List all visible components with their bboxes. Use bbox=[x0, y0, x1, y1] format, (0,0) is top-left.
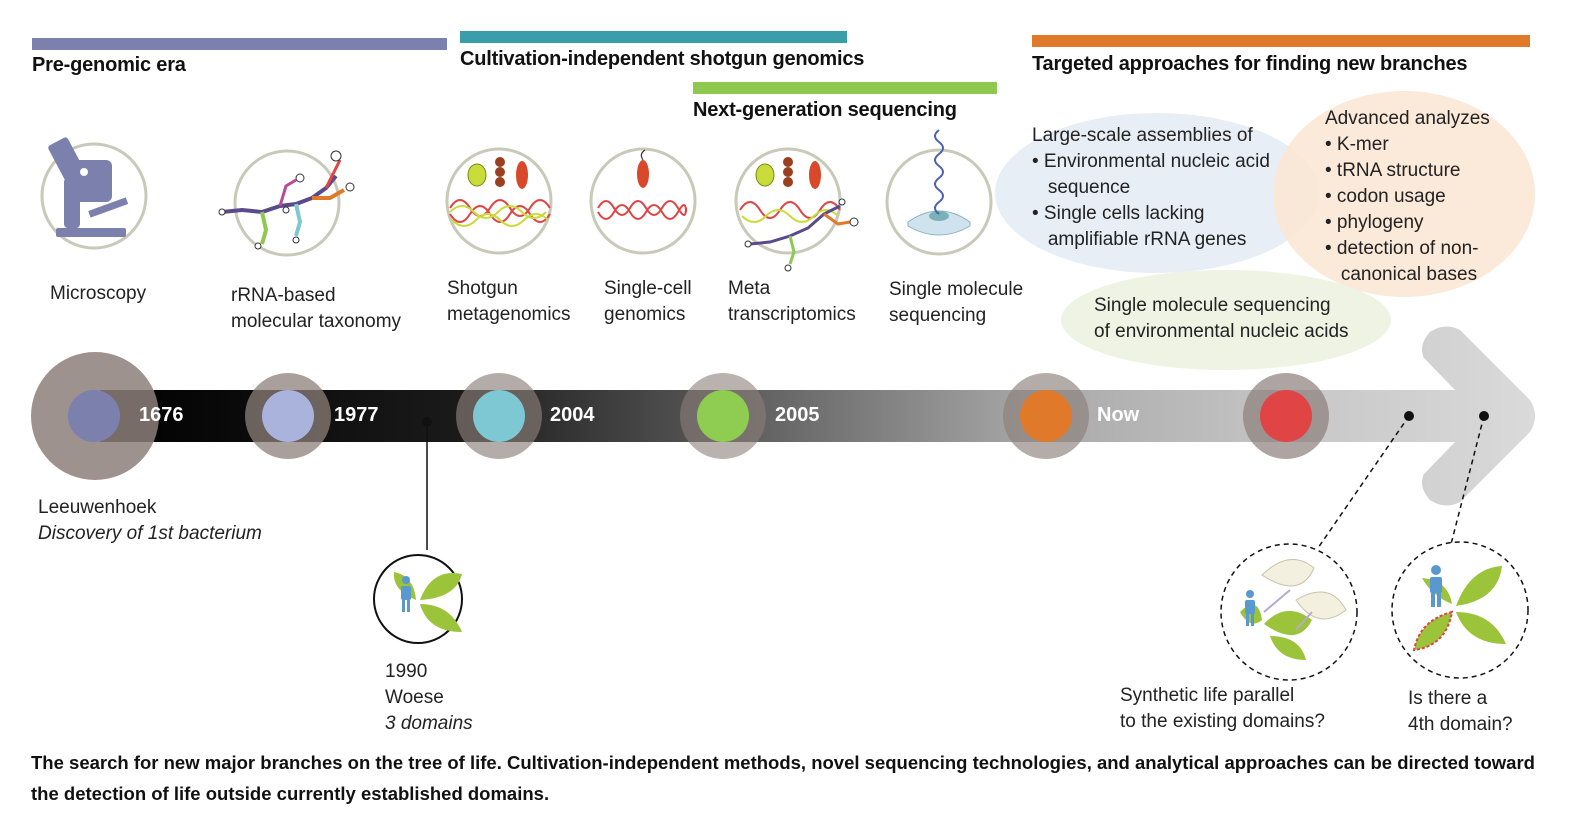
bubble-analyzes bbox=[1273, 91, 1535, 297]
year-label-2004: 2004 bbox=[550, 404, 595, 426]
woese-year: 1990 bbox=[385, 661, 428, 682]
assemblies-item: amplifiable rRNA genes bbox=[1032, 229, 1247, 250]
assemblies-heading: Large-scale assemblies of bbox=[1032, 125, 1253, 146]
tech-label-line1: Single-cell bbox=[604, 278, 692, 299]
analyzes-heading: Advanced analyzes bbox=[1325, 108, 1490, 129]
leeuwenhoek-name: Leeuwenhoek bbox=[38, 497, 157, 518]
analyzes-item: • K-mer bbox=[1325, 134, 1389, 155]
figure-caption: The search for new major branches on the… bbox=[31, 752, 1535, 804]
year-label-1676: 1676 bbox=[139, 404, 184, 426]
single-molecule-line2: of environmental nucleic acids bbox=[1094, 321, 1349, 342]
year-label-now: Now bbox=[1097, 404, 1140, 426]
assemblies-text: Large-scale assemblies of • Environmenta… bbox=[1032, 123, 1270, 253]
synthetic-life-icon bbox=[1220, 543, 1358, 681]
analyzes-item: • detection of non- bbox=[1325, 238, 1479, 259]
tech-label-shotgun: Shotgun metagenomics bbox=[447, 276, 571, 328]
era-bar-ngs bbox=[693, 82, 997, 94]
bubble-assemblies bbox=[995, 113, 1319, 273]
bubble-single-molecule bbox=[1061, 270, 1391, 370]
tech-label-line1: Meta bbox=[728, 278, 771, 299]
tech-label-line1: Single molecule bbox=[889, 279, 1024, 300]
metagenome-icon bbox=[445, 147, 553, 255]
microscope-icon bbox=[40, 137, 148, 250]
fourth-line2: 4th domain? bbox=[1408, 714, 1513, 735]
leeuwenhoek-note: Leeuwenhoek Discovery of 1st bacterium bbox=[38, 495, 262, 547]
tech-label-single-molecule: Single molecule sequencing bbox=[889, 277, 1023, 329]
era-bar-pregenomic bbox=[32, 38, 447, 50]
fourth-connector bbox=[1449, 415, 1485, 549]
synthetic-line2: to the existing domains? bbox=[1120, 711, 1325, 732]
analyzes-item: canonical bases bbox=[1325, 264, 1478, 285]
dot-2004 bbox=[473, 390, 525, 442]
single-molecule-line1: Single molecule sequencing bbox=[1094, 295, 1331, 316]
tech-label-line2: metagenomics bbox=[447, 304, 571, 325]
tech-label-transcriptomics: Meta transcriptomics bbox=[728, 276, 856, 328]
tech-label-line2: transcriptomics bbox=[728, 304, 856, 325]
era-bar-shotgun bbox=[460, 31, 847, 43]
tech-label-line1: Microscopy bbox=[50, 283, 147, 304]
tech-label-line2: molecular taxonomy bbox=[231, 311, 402, 332]
tree-of-life-icon bbox=[373, 554, 463, 644]
fourth-line1: Is there a bbox=[1408, 688, 1488, 709]
single-molecule-bubble-text: Single molecule sequencing of environmen… bbox=[1094, 293, 1349, 345]
fourth-domain-icon bbox=[1391, 541, 1529, 679]
tech-label-rrna: rRNA-based molecular taxonomy bbox=[231, 283, 401, 335]
leeuwenhoek-detail: Discovery of 1st bacterium bbox=[38, 523, 262, 544]
dot-1676 bbox=[68, 390, 120, 442]
single-cell-icon bbox=[589, 147, 697, 255]
era-title-shotgun: Cultivation-independent shotgun genomics bbox=[460, 48, 865, 70]
analyzes-item: • tRNA structure bbox=[1325, 160, 1461, 181]
era-title-targeted: Targeted approaches for finding new bran… bbox=[1032, 53, 1468, 75]
tech-label-line2: sequencing bbox=[889, 305, 987, 326]
transcriptome-icon bbox=[734, 147, 859, 272]
synthetic-line1: Synthetic life parallel bbox=[1120, 685, 1295, 706]
tech-label-line1: rRNA-based bbox=[231, 285, 336, 306]
dot-future bbox=[1260, 390, 1312, 442]
woese-detail: 3 domains bbox=[385, 713, 473, 734]
tech-label-single-cell: Single-cell genomics bbox=[604, 276, 692, 328]
tech-label-line1: Shotgun bbox=[447, 278, 518, 299]
dot-now bbox=[1020, 390, 1072, 442]
assemblies-item: • Environmental nucleic acid bbox=[1032, 151, 1270, 172]
woese-name: Woese bbox=[385, 687, 444, 708]
year-label-1977: 1977 bbox=[334, 404, 379, 426]
dot-2005 bbox=[697, 390, 749, 442]
analyzes-item: • phylogeny bbox=[1325, 212, 1424, 233]
timeline-arrow bbox=[100, 326, 1535, 506]
assemblies-item: • Single cells lacking bbox=[1032, 203, 1205, 224]
rrna-structure-icon bbox=[218, 149, 355, 257]
analyzes-item: • codon usage bbox=[1325, 186, 1446, 207]
tech-label-microscopy: Microscopy bbox=[50, 281, 146, 307]
era-title-ngs: Next-generation sequencing bbox=[693, 99, 957, 121]
tech-label-line2: genomics bbox=[604, 304, 686, 325]
era-title-pregenomic: Pre-genomic era bbox=[32, 54, 186, 76]
single-molecule-icon bbox=[885, 129, 993, 256]
woese-note: 1990 Woese 3 domains bbox=[385, 659, 473, 737]
assemblies-item: sequence bbox=[1032, 177, 1131, 198]
fourth-domain-note: Is there a 4th domain? bbox=[1408, 686, 1513, 738]
year-label-2005: 2005 bbox=[775, 404, 820, 426]
analyzes-text: Advanced analyzes • K-mer • tRNA structu… bbox=[1325, 106, 1490, 288]
era-bar-targeted bbox=[1032, 35, 1530, 47]
dot-1977 bbox=[262, 390, 314, 442]
synthetic-note: Synthetic life parallel to the existing … bbox=[1120, 683, 1325, 735]
